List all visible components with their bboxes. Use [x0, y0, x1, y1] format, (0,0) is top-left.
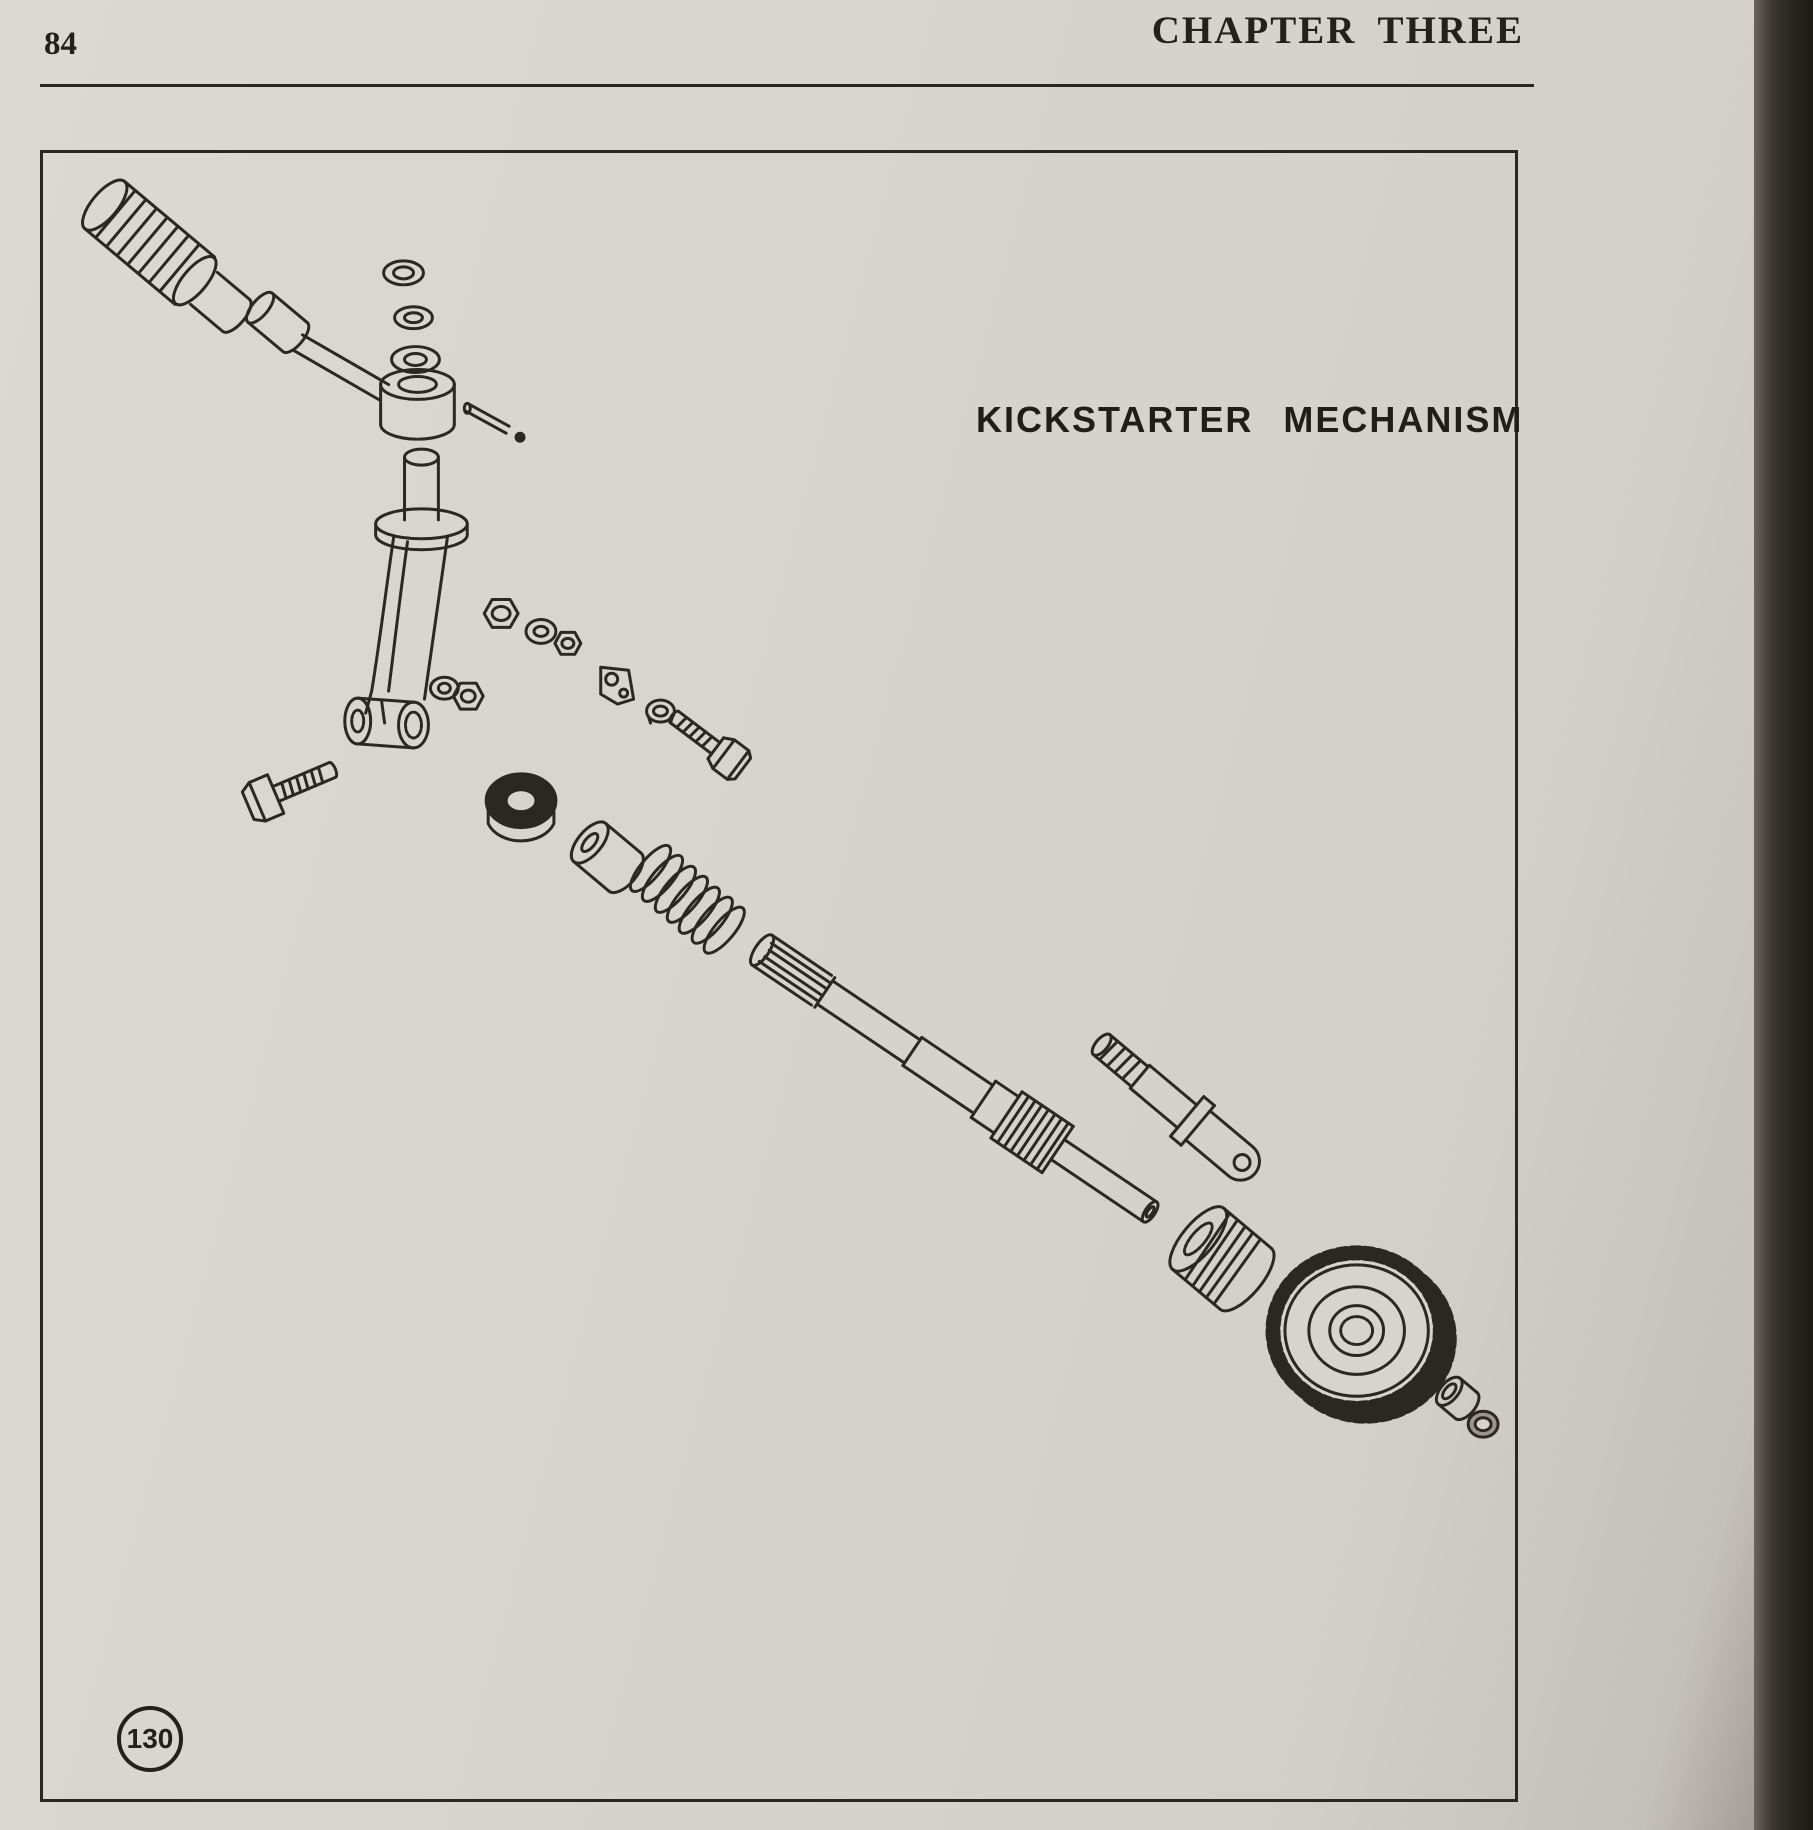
- spring-collar-icon: [569, 820, 645, 895]
- circlip-icon: [382, 259, 425, 287]
- kick-pedal-icon: [81, 178, 253, 334]
- pivot-pin-icon: [462, 401, 526, 443]
- kick-lever-arm-icon: [343, 447, 469, 750]
- book-page: 84 CHAPTER THREE: [0, 0, 1754, 1830]
- chapter-header: CHAPTER THREE: [1151, 9, 1524, 52]
- spring-seat-icon: [484, 772, 558, 843]
- spacer-icon: [1434, 1375, 1481, 1422]
- stopper-arm-icon: [1090, 1032, 1261, 1182]
- circlip-icon: [393, 305, 434, 331]
- lever-shaft-icon: [291, 333, 391, 402]
- hex-nut-icon: [451, 681, 485, 711]
- hex-nut-icon: [553, 630, 583, 656]
- book-binding-edge: [1754, 0, 1813, 1830]
- figure-frame: KICKSTARTER MECHANISM 130: [40, 150, 1521, 1802]
- washer-icon: [1466, 1409, 1500, 1439]
- lever-boss-icon: [379, 367, 456, 441]
- page-number: 84: [44, 26, 77, 62]
- return-spring-icon: [628, 843, 746, 955]
- washer-icon: [390, 345, 441, 374]
- kickstarter-shaft-icon: [749, 933, 1160, 1224]
- guide-plate-icon: [599, 665, 636, 706]
- washer-icon: [524, 617, 558, 645]
- ratchet-icon: [1168, 1205, 1276, 1313]
- clamp-bolt-icon: [240, 761, 339, 823]
- header-rule: [40, 84, 1534, 87]
- pedal-joint-icon: [245, 290, 311, 355]
- idler-gear-icon: [1265, 1245, 1457, 1424]
- hex-nut-icon: [482, 598, 520, 629]
- figure-number-badge: 130: [117, 1706, 183, 1772]
- hex-bolt-icon: [668, 709, 753, 781]
- figure-title: KICKSTARTER MECHANISM: [976, 399, 1524, 440]
- kickstarter-exploded-diagram: [81, 178, 1500, 1439]
